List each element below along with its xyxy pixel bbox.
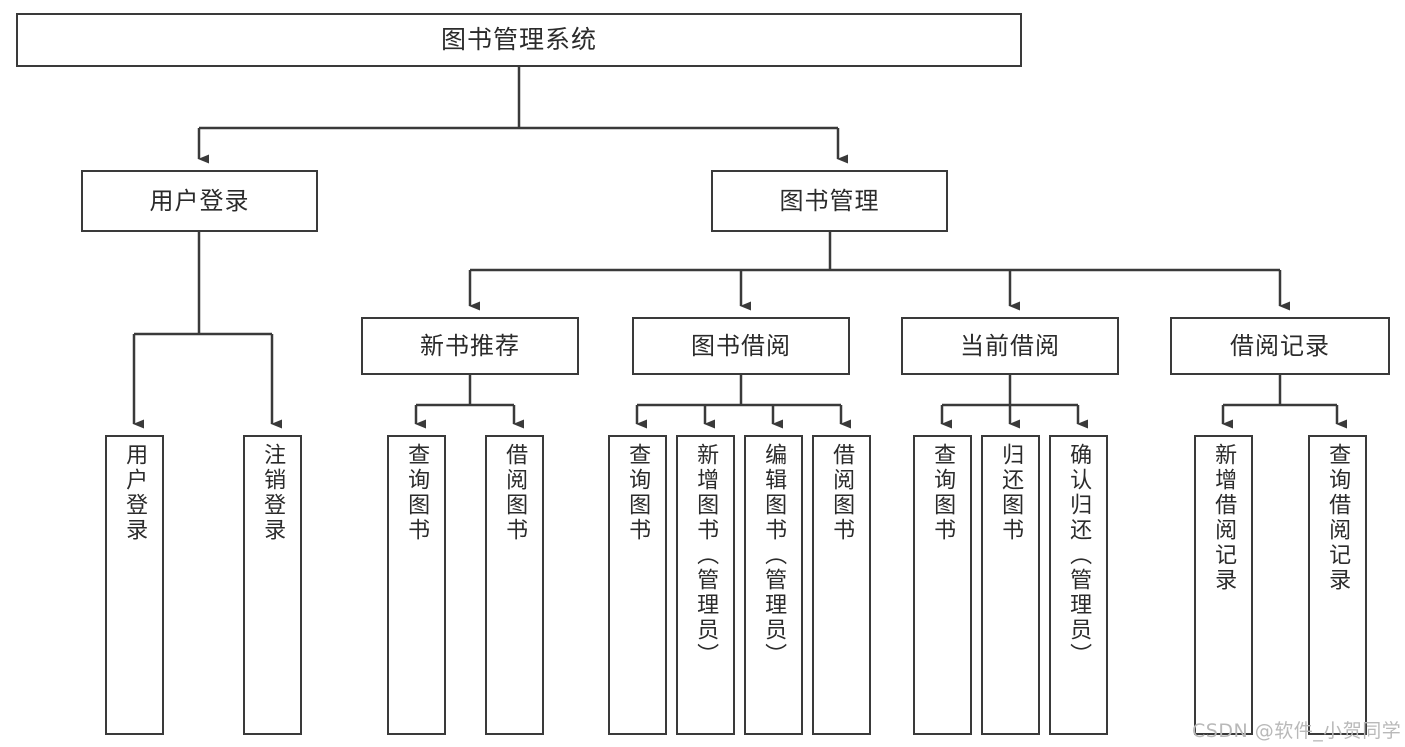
node-leaf-add-book[interactable]: 新增图书（管理员） [676,435,735,735]
node-label: 借阅图书 [829,443,855,543]
node-leaf-query-book-1[interactable]: 查询图书 [387,435,446,735]
node-current-borrow[interactable]: 当前借阅 [901,317,1119,375]
node-book-borrow[interactable]: 图书借阅 [632,317,850,375]
node-leaf-query-book-3[interactable]: 查询图书 [913,435,972,735]
node-leaf-edit-book[interactable]: 编辑图书（管理员） [744,435,803,735]
node-leaf-borrow-book-1[interactable]: 借阅图书 [485,435,544,735]
node-label: 确认归还（管理员） [1066,443,1092,668]
node-label: 图书管理 [779,186,880,215]
node-label: 注销登录 [260,443,286,543]
node-label: 编辑图书（管理员） [761,443,787,668]
node-root-system[interactable]: 图书管理系统 [16,13,1022,67]
node-label: 用户登录 [122,443,148,543]
node-label: 查询借阅记录 [1325,443,1351,593]
node-label: 新增借阅记录 [1211,443,1237,593]
node-leaf-add-record[interactable]: 新增借阅记录 [1194,435,1253,735]
node-leaf-return-book[interactable]: 归还图书 [981,435,1040,735]
node-label: 查询图书 [625,443,651,543]
node-label: 借阅记录 [1230,331,1330,360]
node-label: 当前借阅 [960,331,1060,360]
node-label: 借阅图书 [502,443,528,543]
node-label: 图书管理系统 [440,25,597,55]
node-label: 图书借阅 [691,331,791,360]
node-leaf-query-book-2[interactable]: 查询图书 [608,435,667,735]
node-leaf-query-record[interactable]: 查询借阅记录 [1308,435,1367,735]
node-label: 归还图书 [998,443,1024,543]
node-leaf-user-logout[interactable]: 注销登录 [243,435,302,735]
node-leaf-borrow-book-2[interactable]: 借阅图书 [812,435,871,735]
node-label: 新增图书（管理员） [693,443,719,668]
node-label: 查询图书 [930,443,956,543]
node-borrow-record[interactable]: 借阅记录 [1170,317,1390,375]
csdn-watermark: CSDN @软件_小贺同学 [1192,720,1402,742]
node-user-login[interactable]: 用户登录 [81,170,318,232]
node-leaf-confirm-return[interactable]: 确认归还（管理员） [1049,435,1108,735]
node-label: 查询图书 [404,443,430,543]
node-new-book-recommend[interactable]: 新书推荐 [361,317,579,375]
node-leaf-user-login[interactable]: 用户登录 [105,435,164,735]
node-label: 新书推荐 [420,331,520,360]
node-label: 用户登录 [149,186,250,215]
node-book-management[interactable]: 图书管理 [711,170,948,232]
